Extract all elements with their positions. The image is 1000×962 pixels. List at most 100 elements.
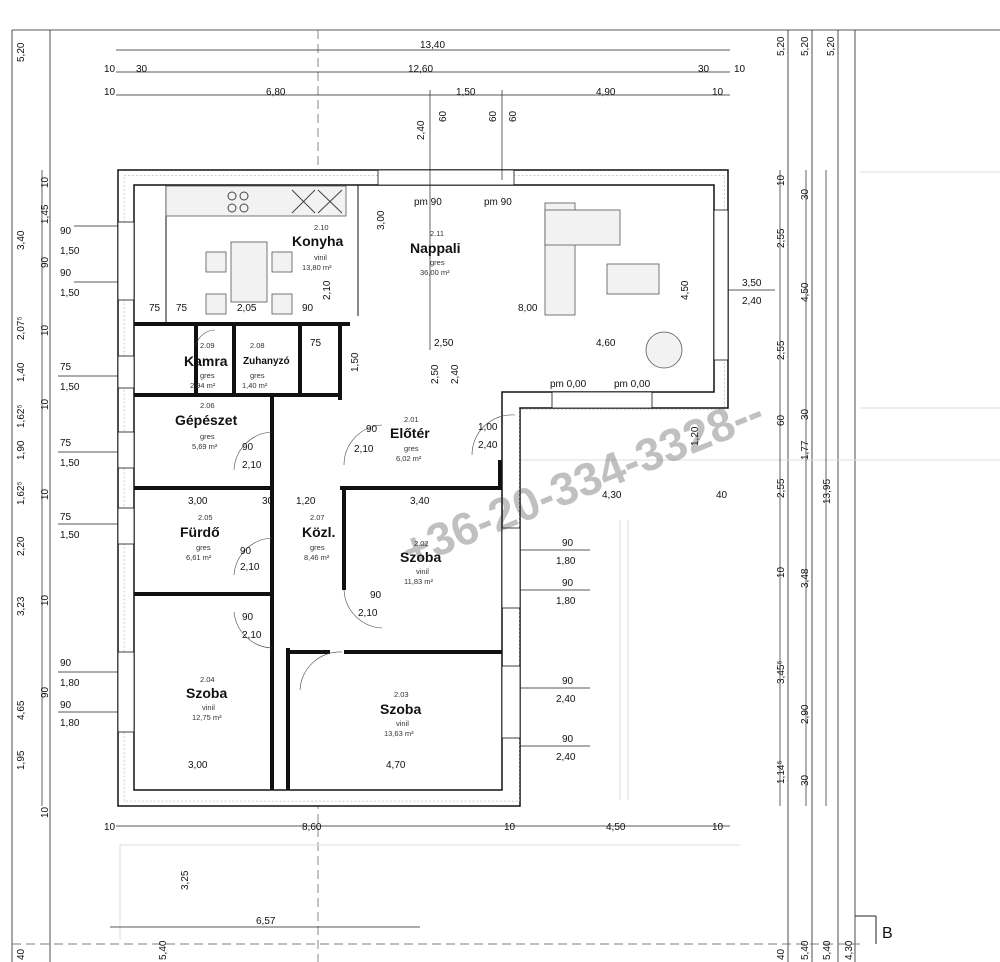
svg-text:Szoba: Szoba xyxy=(186,685,227,701)
pm-label-2: pm 90 xyxy=(484,197,512,208)
svg-text:13,95: 13,95 xyxy=(822,479,833,504)
svg-text:60: 60 xyxy=(776,414,787,426)
svg-text:3,40: 3,40 xyxy=(410,496,430,507)
svg-text:5,69 m²: 5,69 m² xyxy=(192,442,218,451)
svg-text:3,00: 3,00 xyxy=(188,760,208,771)
svg-text:10: 10 xyxy=(40,488,51,500)
svg-text:1,50: 1,50 xyxy=(60,288,80,299)
window-labels-left: 90 1,50 90 1,50 75 1,50 75 1,50 75 1,50 … xyxy=(60,226,80,729)
svg-text:3,50: 3,50 xyxy=(742,278,762,289)
dim-win-v2: 60 xyxy=(438,110,449,122)
svg-text:4,60: 4,60 xyxy=(596,338,616,349)
svg-text:5,20: 5,20 xyxy=(800,36,811,56)
svg-text:gres: gres xyxy=(310,543,325,552)
svg-text:90: 90 xyxy=(60,658,72,669)
dim-top-total: 13,40 xyxy=(420,40,445,51)
svg-text:6,61 m²: 6,61 m² xyxy=(186,553,212,562)
dim-win-v3: 60 xyxy=(488,110,499,122)
svg-text:10: 10 xyxy=(504,822,516,833)
svg-text:3,45⁵: 3,45⁵ xyxy=(776,660,787,684)
frame-lines xyxy=(11,29,1000,962)
svg-text:3,00: 3,00 xyxy=(376,210,387,230)
svg-text:2,07⁵: 2,07⁵ xyxy=(16,316,27,340)
svg-text:13,63 m²: 13,63 m² xyxy=(384,729,414,738)
svg-text:Gépészet: Gépészet xyxy=(175,412,238,428)
dim-win-v1: 2,40 xyxy=(416,120,427,140)
svg-text:4,30: 4,30 xyxy=(602,490,622,501)
svg-text:2,20: 2,20 xyxy=(16,536,27,556)
room-gepeszet: 2.06 Gépészet gres 5,69 m² xyxy=(175,401,238,451)
svg-text:5,20: 5,20 xyxy=(16,42,27,62)
svg-text:1,20: 1,20 xyxy=(690,426,701,446)
svg-text:10: 10 xyxy=(40,176,51,188)
svg-text:2.01: 2.01 xyxy=(404,415,419,424)
svg-text:75: 75 xyxy=(149,303,161,314)
svg-text:4,50: 4,50 xyxy=(800,282,811,302)
svg-text:Kamra: Kamra xyxy=(184,353,228,369)
svg-text:8,00: 8,00 xyxy=(518,303,538,314)
dim-top-f: 10 xyxy=(104,87,116,98)
svg-text:2.03: 2.03 xyxy=(394,690,409,699)
svg-text:2,55: 2,55 xyxy=(776,340,787,360)
svg-text:5,20: 5,20 xyxy=(826,36,837,56)
dim-top-h: 1,50 xyxy=(456,87,476,98)
svg-text:2.09: 2.09 xyxy=(200,341,215,350)
svg-text:10: 10 xyxy=(40,594,51,606)
svg-text:90: 90 xyxy=(60,226,72,237)
room-konyha: 2.10 Konyha vinil 13,80 m² xyxy=(292,223,344,272)
svg-text:30: 30 xyxy=(800,774,811,786)
room-furdo: 2.05 Fürdő gres 6,61 m² xyxy=(180,513,220,562)
svg-text:1,50: 1,50 xyxy=(350,352,361,372)
svg-text:1,50: 1,50 xyxy=(60,382,80,393)
svg-text:2,05: 2,05 xyxy=(237,303,257,314)
svg-text:75: 75 xyxy=(176,303,188,314)
svg-text:vinil: vinil xyxy=(416,567,429,576)
svg-text:90: 90 xyxy=(366,424,378,435)
svg-text:1,62⁵: 1,62⁵ xyxy=(16,481,27,505)
svg-text:12,75 m²: 12,75 m² xyxy=(192,713,222,722)
room-szoba-203: 2.03 Szoba vinil 13,63 m² xyxy=(380,690,421,738)
room-szoba-204: 2.04 Szoba vinil 12,75 m² xyxy=(186,675,227,722)
svg-text:2.10: 2.10 xyxy=(314,223,329,232)
dim-top-b: 30 xyxy=(136,64,148,75)
svg-text:2.07: 2.07 xyxy=(310,513,325,522)
svg-text:36,00 m²: 36,00 m² xyxy=(420,268,450,277)
svg-text:90: 90 xyxy=(370,590,382,601)
left-outer-dims: 5,20 3,40 2,07⁵ 1,40 1,62⁵ 1,90 1,62⁵ 2,… xyxy=(16,42,27,960)
svg-text:1,80: 1,80 xyxy=(556,556,576,567)
svg-text:Közl.: Közl. xyxy=(302,524,335,540)
svg-text:8,60: 8,60 xyxy=(302,822,322,833)
svg-text:2.11: 2.11 xyxy=(430,229,444,238)
svg-text:90: 90 xyxy=(40,686,51,698)
svg-text:pm 0,00: pm 0,00 xyxy=(614,379,651,390)
svg-text:90: 90 xyxy=(562,734,574,745)
svg-text:10: 10 xyxy=(40,324,51,336)
svg-text:90: 90 xyxy=(242,442,254,453)
room-zuhanyzo: 2.08 Zuhanyzó gres 1,40 m² xyxy=(242,341,290,390)
svg-text:1,20: 1,20 xyxy=(296,496,316,507)
svg-text:3,40: 3,40 xyxy=(16,230,27,250)
svg-text:1,90: 1,90 xyxy=(16,440,27,460)
svg-text:1,77: 1,77 xyxy=(800,440,811,460)
section-label-b: B xyxy=(882,925,893,942)
svg-text:2,94 m²: 2,94 m² xyxy=(190,381,216,390)
svg-text:gres: gres xyxy=(250,371,265,380)
svg-text:gres: gres xyxy=(196,543,211,552)
svg-text:1,45: 1,45 xyxy=(40,204,51,224)
svg-text:30: 30 xyxy=(800,408,811,420)
svg-text:5,40: 5,40 xyxy=(800,940,811,960)
svg-text:40: 40 xyxy=(16,948,27,960)
svg-text:3,00: 3,00 xyxy=(188,496,208,507)
right-dims: 5,20 5,20 5,20 10 30 2,55 4,50 2,55 30 6… xyxy=(776,36,855,960)
svg-text:2,10: 2,10 xyxy=(242,460,262,471)
dim-top-c: 12,60 xyxy=(408,64,433,75)
svg-text:3,23: 3,23 xyxy=(16,596,27,616)
dim-top-j: 10 xyxy=(712,87,724,98)
svg-text:4,70: 4,70 xyxy=(386,760,406,771)
svg-text:2,10: 2,10 xyxy=(322,280,333,300)
svg-text:1,00: 1,00 xyxy=(478,422,498,433)
svg-text:1,80: 1,80 xyxy=(556,596,576,607)
svg-text:75: 75 xyxy=(60,362,72,373)
svg-text:1,62⁵: 1,62⁵ xyxy=(16,404,27,428)
